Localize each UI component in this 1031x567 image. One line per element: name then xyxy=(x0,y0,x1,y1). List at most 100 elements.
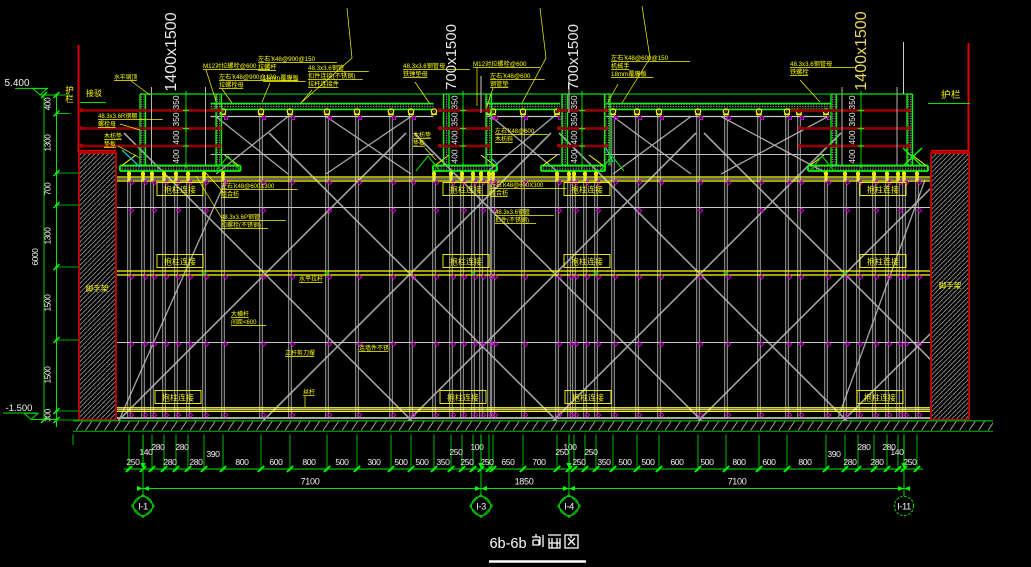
svg-text:抱柱连接: 抱柱连接 xyxy=(162,393,194,403)
svg-text:脚手架: 脚手架 xyxy=(86,283,109,293)
svg-text:400: 400 xyxy=(569,149,579,163)
svg-text:水平钢顶: 水平钢顶 xyxy=(114,73,137,81)
svg-text:400: 400 xyxy=(569,130,579,144)
svg-text:250: 250 xyxy=(903,457,917,467)
svg-text:390: 390 xyxy=(827,449,841,459)
svg-text:48.3x3.6钢管: 48.3x3.6钢管 xyxy=(495,208,530,216)
svg-text:600: 600 xyxy=(269,457,283,467)
svg-text:丝杆: 丝杆 xyxy=(303,388,315,396)
svg-text:左右Ҡ48@600X300: 左右Ҡ48@600X300 xyxy=(221,182,275,190)
svg-text:拉螺栓母: 拉螺栓母 xyxy=(219,81,244,89)
svg-text:垫板: 垫板 xyxy=(104,140,116,148)
svg-text:48.3x3.6R钢棚: 48.3x3.6R钢棚 xyxy=(98,112,137,120)
svg-text:350: 350 xyxy=(569,112,579,126)
svg-text:木枋垫: 木枋垫 xyxy=(104,132,122,140)
svg-text:400: 400 xyxy=(450,130,460,144)
svg-text:6b-6b: 6b-6b xyxy=(489,536,526,552)
svg-text:护栏: 护栏 xyxy=(941,89,961,101)
svg-text:18mm覆膜板: 18mm覆膜板 xyxy=(611,70,647,78)
svg-text:木枋斜: 木枋斜 xyxy=(495,135,513,143)
svg-text:左右Ҡ48@600@150: 左右Ҡ48@600@150 xyxy=(611,54,669,62)
svg-text:抱柱连接: 抱柱连接 xyxy=(867,185,899,195)
svg-text:500: 500 xyxy=(394,457,408,467)
svg-text:250: 250 xyxy=(460,457,474,467)
svg-text:48.3x3.6钢管母: 48.3x3.6钢管母 xyxy=(403,62,445,70)
svg-text:1850: 1850 xyxy=(515,477,534,487)
svg-text:18mm覆膜板: 18mm覆膜板 xyxy=(263,74,299,82)
svg-text:250: 250 xyxy=(584,447,598,457)
svg-text:抱柱连接: 抱柱连接 xyxy=(164,185,196,195)
svg-text:250: 250 xyxy=(449,447,463,457)
svg-text:栏: 栏 xyxy=(65,94,74,104)
svg-text:280: 280 xyxy=(882,442,896,452)
svg-text:左右Ҡ48@600X300: 左右Ҡ48@600X300 xyxy=(490,181,544,189)
svg-text:280: 280 xyxy=(857,442,871,452)
svg-text:250: 250 xyxy=(480,457,494,467)
svg-text:280: 280 xyxy=(870,457,884,467)
svg-text:1500: 1500 xyxy=(43,366,53,384)
svg-text:铁锤垫母: 铁锤垫母 xyxy=(403,70,428,78)
svg-text:48.3x3.6P钢管: 48.3x3.6P钢管 xyxy=(221,213,260,221)
svg-text:拉螺杆: 拉螺杆 xyxy=(258,63,277,71)
svg-text:抱柱连接: 抱柱连接 xyxy=(571,185,603,195)
svg-text:48.3x3.6钢管: 48.3x3.6钢管 xyxy=(308,64,344,72)
svg-text:抱柱连接: 抱柱连接 xyxy=(447,393,479,403)
svg-text:140: 140 xyxy=(139,447,153,457)
svg-text:350: 350 xyxy=(569,95,579,109)
svg-text:700: 700 xyxy=(43,182,53,195)
svg-text:400: 400 xyxy=(847,130,857,144)
svg-text:350: 350 xyxy=(171,95,181,109)
svg-text:400: 400 xyxy=(450,149,460,163)
svg-text:6000: 6000 xyxy=(30,248,40,266)
svg-text:390: 390 xyxy=(206,449,220,459)
svg-text:抱柱连接: 抱柱连接 xyxy=(571,257,603,267)
svg-text:连墙件不锈: 连墙件不锈 xyxy=(359,344,389,352)
svg-text:1300: 1300 xyxy=(43,134,53,152)
svg-text:垫板: 垫板 xyxy=(413,139,425,147)
svg-text:7100: 7100 xyxy=(301,477,320,487)
svg-text:1400x1500: 1400x1500 xyxy=(853,11,870,90)
svg-text:500: 500 xyxy=(641,457,655,467)
svg-text:机械手: 机械手 xyxy=(611,62,630,70)
svg-text:抱柱连接: 抱柱连接 xyxy=(450,185,482,195)
svg-text:140: 140 xyxy=(890,447,904,457)
svg-text:500: 500 xyxy=(415,457,429,467)
svg-text:7100: 7100 xyxy=(728,477,747,487)
svg-text:350: 350 xyxy=(847,95,857,109)
svg-text:280: 280 xyxy=(175,442,189,452)
svg-text:M12对拉螺栓@600: M12对拉螺栓@600 xyxy=(203,62,257,70)
svg-text:400: 400 xyxy=(43,97,53,110)
svg-text:350: 350 xyxy=(597,457,611,467)
svg-text:1500: 1500 xyxy=(43,294,53,312)
svg-text:800: 800 xyxy=(798,457,812,467)
svg-text:水平拉杆: 水平拉杆 xyxy=(299,275,323,283)
svg-text:500: 500 xyxy=(335,457,349,467)
svg-text:螺栓母: 螺栓母 xyxy=(98,120,116,128)
svg-text:左右Ҡ48@900@150: 左右Ҡ48@900@150 xyxy=(258,55,316,63)
svg-text:组合枋: 组合枋 xyxy=(221,190,239,198)
svg-text:280: 280 xyxy=(843,457,857,467)
svg-text:左右Ҡ48@600: 左右Ҡ48@600 xyxy=(495,127,535,135)
svg-text:350: 350 xyxy=(450,112,460,126)
svg-text:I-3: I-3 xyxy=(476,502,486,513)
svg-text:脚手架: 脚手架 xyxy=(939,280,962,290)
svg-text:800: 800 xyxy=(732,457,746,467)
svg-text:扣螺栓(不锈钢): 扣螺栓(不锈钢) xyxy=(221,221,261,229)
svg-text:280: 280 xyxy=(151,442,165,452)
svg-text:100: 100 xyxy=(563,442,577,452)
svg-text:250: 250 xyxy=(126,457,140,467)
svg-text:300: 300 xyxy=(43,408,53,421)
svg-text:间距<600: 间距<600 xyxy=(231,318,257,326)
svg-text:800: 800 xyxy=(235,457,249,467)
svg-text:800: 800 xyxy=(302,457,316,467)
svg-text:400: 400 xyxy=(847,149,857,163)
svg-text:组合枋: 组合枋 xyxy=(490,189,508,197)
svg-text:左右Ҡ48@900@120: 左右Ҡ48@900@120 xyxy=(219,73,277,81)
svg-text:立杆剪刀撑: 立杆剪刀撑 xyxy=(285,349,315,357)
svg-text:抱柱连接: 抱柱连接 xyxy=(450,257,482,267)
svg-text:400: 400 xyxy=(171,149,181,163)
svg-text:M12对拉螺栓@600: M12对拉螺栓@600 xyxy=(473,60,527,68)
svg-text:650: 650 xyxy=(501,457,515,467)
svg-text:抱柱连接: 抱柱连接 xyxy=(164,257,196,267)
svg-text:左右Ҡ48@600: 左右Ҡ48@600 xyxy=(490,72,531,80)
